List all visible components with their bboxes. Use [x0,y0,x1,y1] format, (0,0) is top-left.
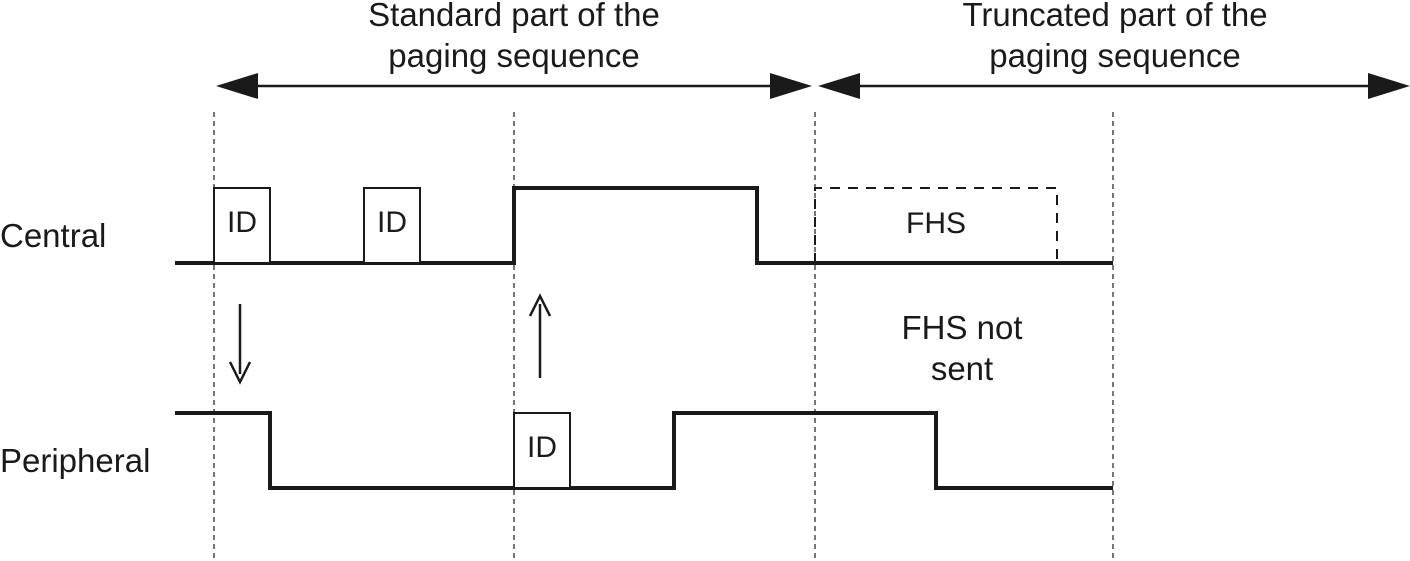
arrowhead-right [770,73,812,99]
central-row-label: Central [0,217,106,254]
truncated-span-arrow [818,73,1410,99]
up-arrow-icon [528,293,552,378]
fhs-packet-dashed: FHS [814,187,1058,263]
truncated-part-label-line2: paging sequence [989,37,1240,74]
standard-span-arrow [216,73,812,99]
standard-part-label-line2: paging sequence [388,37,639,74]
arrowhead-left [818,73,860,99]
truncated-part-label-line1: Truncated part of the [962,0,1267,33]
arrowhead-left [216,73,258,99]
central-id-packet-2: ID [363,187,421,264]
standard-part-label-line1: Standard part of the [368,0,660,33]
fhs-not-sent-note-line2: sent [931,350,993,387]
peripheral-row-label: Peripheral [0,442,150,479]
packet-label: ID [377,206,407,239]
arrowhead-right [1368,73,1410,99]
packet-label: ID [527,431,557,464]
packet-label: FHS [906,207,966,240]
peripheral-signal [175,411,1113,490]
fhs-not-sent-note-line1: FHS not [901,309,1022,346]
central-id-packet-1: ID [213,187,271,264]
peripheral-id-packet: ID [513,412,571,489]
packet-label: ID [227,206,257,239]
central-signal [175,186,1113,265]
down-arrow-icon [228,304,252,385]
